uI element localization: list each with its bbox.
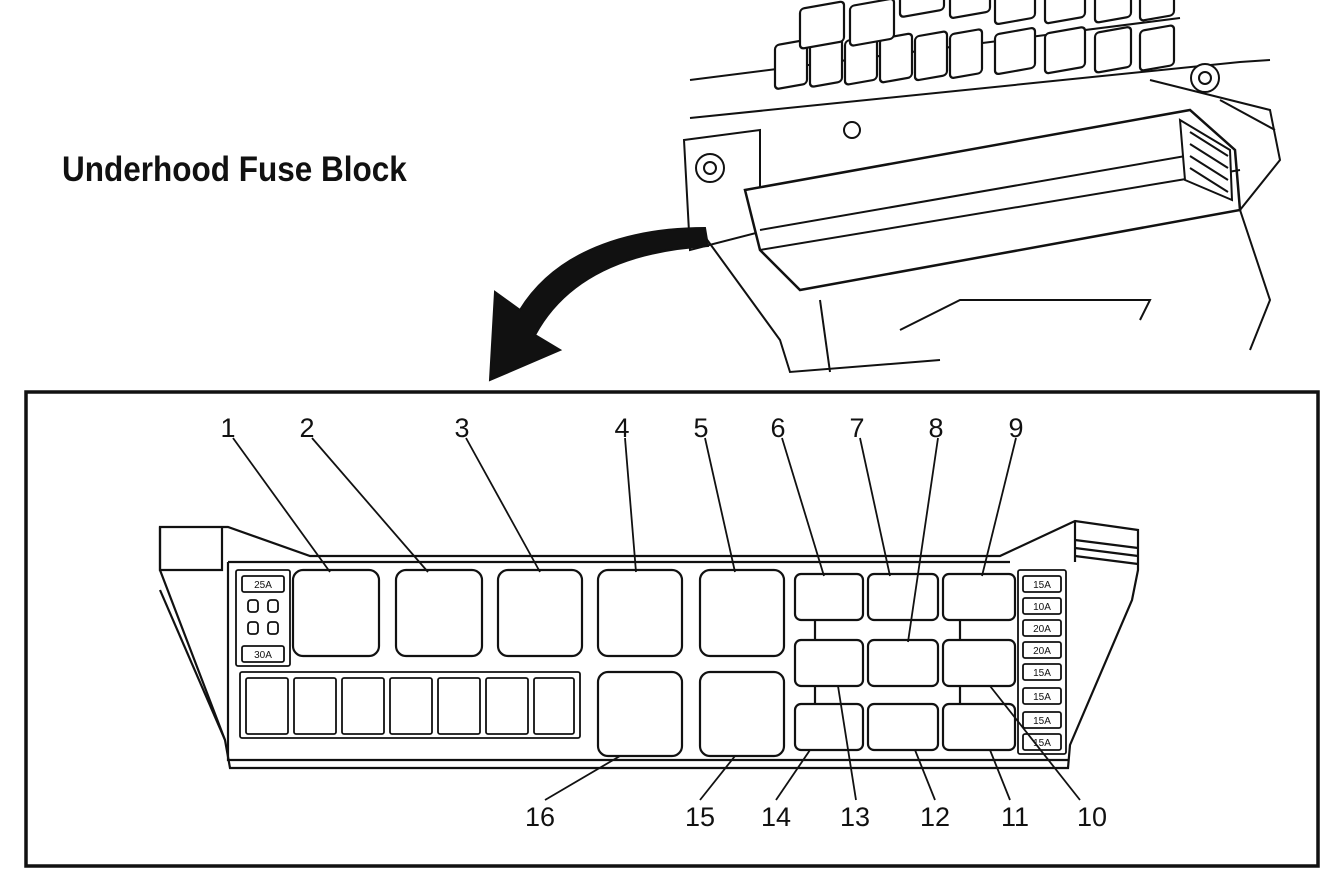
relay-11 (941, 702, 1017, 752)
callout-11: 11 (1001, 802, 1029, 832)
callout-6: 6 (770, 413, 785, 443)
relay-15 (698, 670, 786, 758)
maxi-fuse-strip (239, 671, 581, 739)
callout-numbers: 1 2 3 4 5 6 7 8 9 10 11 12 13 14 15 16 (220, 413, 1107, 832)
callout-2: 2 (299, 413, 314, 443)
callout-16: 16 (525, 802, 555, 832)
callout-5: 5 (693, 413, 708, 443)
fuse-rating: 20A (1033, 646, 1051, 657)
relay-10 (941, 638, 1017, 688)
leader-lines (232, 437, 1081, 801)
engine-bay-illustration (682, 0, 1282, 374)
relay-3 (496, 568, 584, 658)
relay-16 (596, 670, 684, 758)
fuse-rating-25a: 25A (254, 580, 272, 591)
relay-8 (866, 638, 940, 688)
callout-1: 1 (220, 413, 235, 443)
fuse-rating: 15A (1033, 692, 1051, 703)
callout-15: 15 (685, 802, 715, 832)
callout-7: 7 (849, 413, 864, 443)
relay-13 (793, 638, 865, 688)
diagram-frame (24, 390, 1320, 868)
callout-8: 8 (928, 413, 943, 443)
relay-sockets (291, 568, 1017, 758)
relay-12 (866, 702, 940, 752)
relay-4 (596, 568, 684, 658)
left-fuse-column (235, 569, 291, 667)
callout-3: 3 (454, 413, 469, 443)
fuse-rating-30a: 30A (254, 650, 272, 661)
right-fuse-ratings: 15A 10A 20A 20A 15A 15A 15A 15A (1033, 580, 1051, 749)
relay-5 (698, 568, 786, 658)
diagram-title: Underhood Fuse Block (62, 150, 407, 189)
callout-14: 14 (761, 802, 791, 832)
relay-14 (793, 702, 865, 752)
relay-1 (291, 568, 381, 658)
fuse-rating: 15A (1033, 738, 1051, 749)
callout-9: 9 (1008, 413, 1023, 443)
fuse-rating: 15A (1033, 716, 1051, 727)
callout-4: 4 (614, 413, 629, 443)
relay-7 (866, 572, 940, 622)
relay-9 (941, 572, 1017, 622)
fuse-rating: 10A (1033, 602, 1051, 613)
fuse-rating: 20A (1033, 624, 1051, 635)
relay-6 (793, 572, 865, 622)
curved-arrow-icon (488, 226, 710, 382)
fuse-rating: 15A (1033, 668, 1051, 679)
callout-10: 10 (1077, 802, 1107, 832)
callout-13: 13 (840, 802, 870, 832)
right-fuse-column (1017, 569, 1067, 755)
callout-12: 12 (920, 802, 950, 832)
fuse-rating: 15A (1033, 580, 1051, 591)
relay-2 (394, 568, 484, 658)
